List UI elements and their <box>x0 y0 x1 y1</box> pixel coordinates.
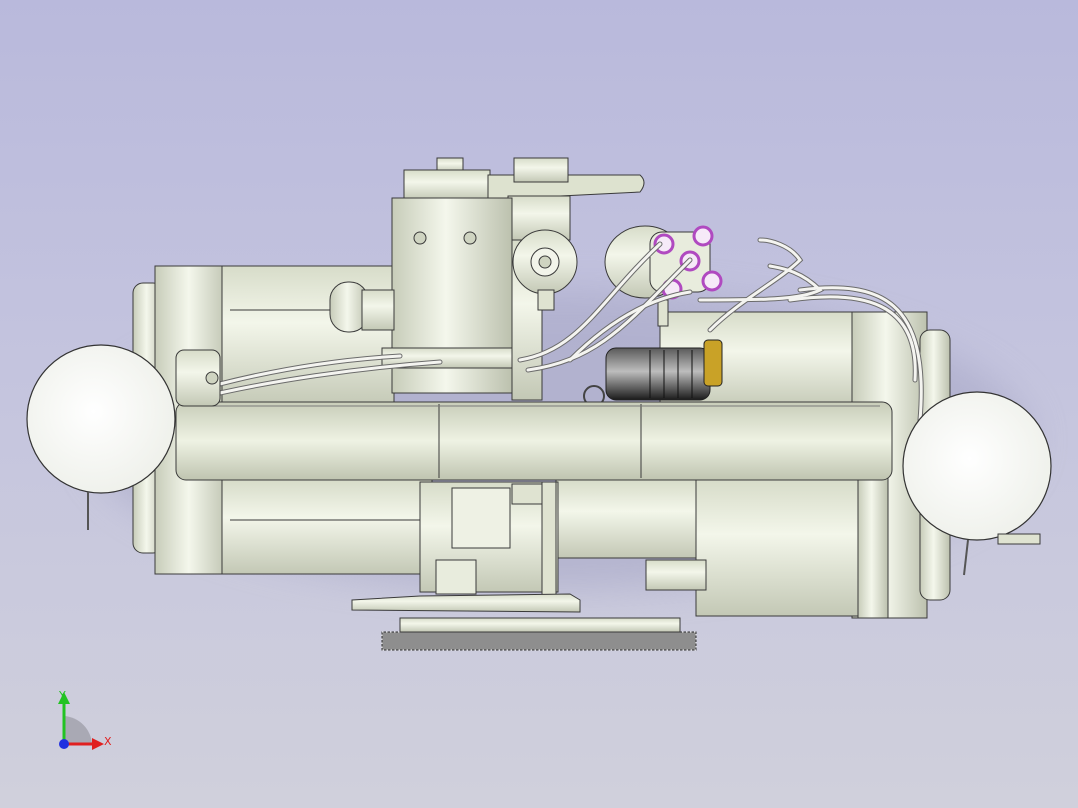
z-axis-dot <box>59 739 69 749</box>
band-flange-left <box>175 349 221 407</box>
top-assembly <box>329 157 645 401</box>
drive-belt <box>175 401 893 481</box>
lower-column <box>351 481 581 613</box>
x-axis-label: X <box>104 735 112 748</box>
flywheel-gear <box>381 617 697 651</box>
fuel-pump <box>512 229 578 311</box>
y-axis-label: Y <box>58 689 66 702</box>
right-pulley <box>902 391 1052 576</box>
y-axis-arrow <box>58 692 70 704</box>
ignition-coil <box>583 339 723 407</box>
left-pulley <box>26 344 176 530</box>
axis-triad: Y X <box>58 689 112 750</box>
ignition-wires-inner <box>188 238 923 422</box>
x-axis-arrow <box>92 738 104 750</box>
